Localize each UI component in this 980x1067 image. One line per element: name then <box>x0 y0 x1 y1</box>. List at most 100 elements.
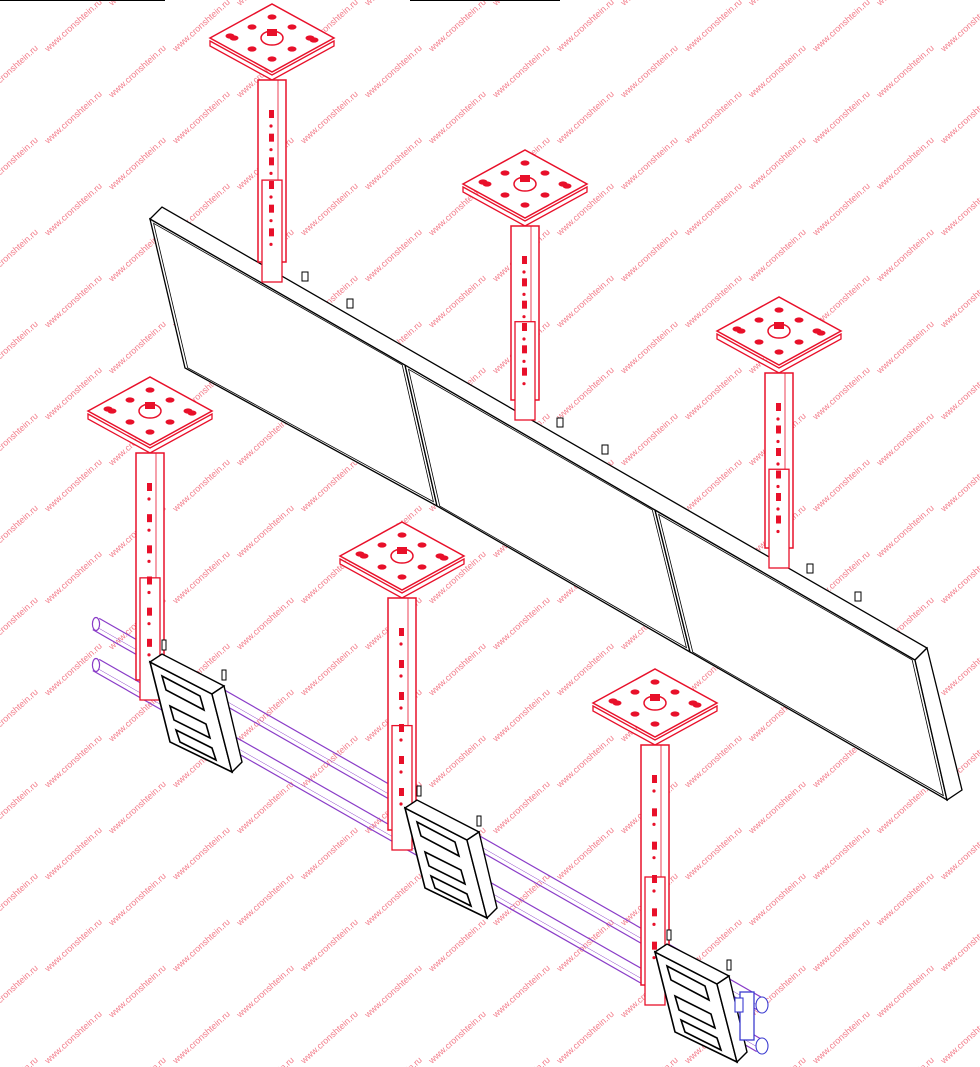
mount-pole-slot <box>522 278 527 287</box>
mount-plate-hole <box>692 702 702 708</box>
upper-rail-end-cap <box>91 616 101 632</box>
bracket-window-upper <box>415 820 461 858</box>
mount-plate-hole <box>145 387 155 393</box>
mount-plate-thickness <box>339 557 465 599</box>
mount-plate-hole <box>670 689 680 695</box>
mount-plate-hole <box>608 698 618 704</box>
mount-plate-hole <box>145 429 155 435</box>
mount-plate-hole <box>774 349 784 355</box>
mount-pole-slot <box>269 181 274 189</box>
mount-pole-slot <box>522 345 527 354</box>
screen-stub-3 <box>556 417 564 428</box>
mount-pole-hole <box>776 417 780 421</box>
mount-pole-hole <box>522 337 526 341</box>
mount-pole-slot <box>776 493 781 501</box>
screen-stub-6 <box>854 591 862 602</box>
mount-plate-hole <box>630 689 640 695</box>
mount-inner-tube <box>391 724 413 851</box>
mount-pole-slot <box>652 875 657 883</box>
mount-pole-hole <box>652 856 656 860</box>
bracket-window-upper <box>665 964 711 1002</box>
mount-pole-hole <box>399 674 403 678</box>
mount-pole-slot <box>776 403 781 411</box>
mount-pole-slot <box>776 448 781 456</box>
mount-plate-thickness <box>462 185 588 227</box>
ceiling-mount-4 <box>86 376 214 701</box>
mounts-layer <box>86 3 843 1006</box>
mount-pole-hole <box>522 292 526 296</box>
mount-pole-slot <box>269 204 274 213</box>
mount-pole-hole <box>399 642 403 646</box>
mount-pole-hole <box>147 590 151 595</box>
mount-plate-hole <box>417 564 427 570</box>
mount-pole-slot <box>147 607 152 616</box>
mount-plate-slot-tab <box>650 694 660 701</box>
mount-plate-hole <box>478 179 488 185</box>
mount-pole-hole <box>652 789 656 793</box>
mount-plate-hole <box>165 397 175 403</box>
mount-pole-slot <box>652 841 657 850</box>
mount-inner-tube <box>644 876 666 1006</box>
mount-plate-thickness <box>716 332 842 374</box>
mount-plate-hole <box>794 339 804 345</box>
mount-plate-hole <box>540 170 550 176</box>
mount-plate-hole <box>417 542 427 548</box>
screen-wall-side-edge <box>914 646 963 802</box>
mount-pole-hole <box>399 770 403 774</box>
mount-pole-slot <box>652 908 657 917</box>
mount-pole-slot <box>522 323 527 331</box>
bracket-bolt <box>726 959 732 971</box>
screen-bezel-3 <box>658 513 944 797</box>
lower-rail-end-cap <box>91 657 101 673</box>
screens-layer <box>148 206 963 802</box>
mount-plate-hole <box>377 564 387 570</box>
mount-plate-hole <box>309 37 319 43</box>
mount-plate-hole <box>540 192 550 198</box>
mount-pole-hole <box>522 270 526 274</box>
mount-pole-hole <box>269 171 273 175</box>
mount-plate-hole <box>355 551 365 557</box>
mount-pole-slot <box>269 228 274 237</box>
mount-plate-hole <box>520 202 530 208</box>
mount-pole-slot <box>522 256 527 264</box>
mount-plate-hole <box>650 679 660 685</box>
mount-pole-hole <box>399 802 403 806</box>
screen-stub-4 <box>601 444 609 455</box>
mount-pole-slot <box>522 367 527 376</box>
mount-plate-hole <box>670 711 680 717</box>
mount-pole-slot <box>522 300 527 309</box>
mount-pole-hole <box>269 195 273 199</box>
mount-pole-hole <box>776 484 780 489</box>
bracket-bolt <box>221 669 227 681</box>
mount-plate-hole <box>287 46 297 52</box>
mount-pole-slot <box>399 660 404 668</box>
mount-pole-hole <box>269 148 273 152</box>
mount-pole-slot <box>776 515 781 524</box>
screen-bezel-1 <box>152 222 434 503</box>
mount-pole-hole <box>776 439 780 444</box>
mount-plate-slot-tab <box>397 547 407 554</box>
bracket-side <box>211 684 243 774</box>
mount-plate-hole <box>794 317 804 323</box>
mount-pole-slot <box>147 576 152 585</box>
mount-plate-thickness <box>209 39 335 81</box>
mount-pole-hole <box>269 124 273 128</box>
mount-plate-hole <box>247 24 257 30</box>
mount-plate-slot-tab <box>145 402 155 409</box>
bracket-side <box>466 830 498 920</box>
screen-stub-5 <box>806 563 814 574</box>
mount-plate-hole <box>225 33 235 39</box>
mount-pole-hole <box>147 653 151 657</box>
mount-pole-hole <box>269 242 273 246</box>
bracket-window-upper <box>160 674 206 712</box>
mount-plate-thickness <box>592 704 718 746</box>
mount-pole-hole <box>522 359 526 363</box>
mount-pole-slot <box>399 756 404 764</box>
mount-plate-hole <box>816 330 826 336</box>
mount-pole-slot <box>269 110 274 118</box>
ceiling-mount-5 <box>338 521 466 851</box>
bracket-bolt <box>666 929 672 941</box>
mount-plate-hole <box>377 542 387 548</box>
mount-plate-slot-tab <box>520 175 530 182</box>
mount-plate-slot-tab <box>267 29 277 36</box>
